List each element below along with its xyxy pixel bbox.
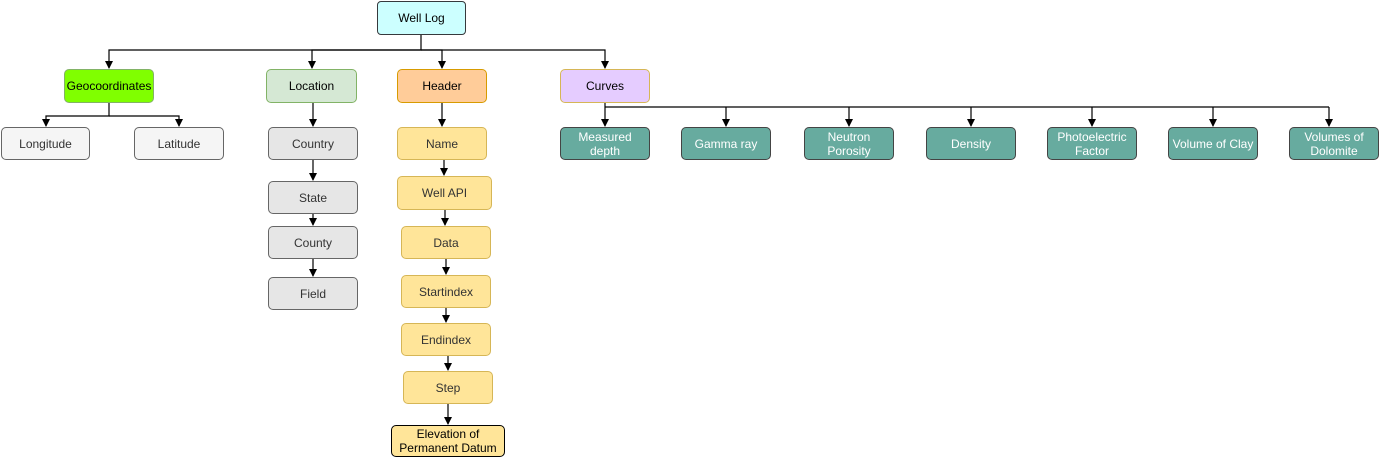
node-well-log[interactable]: Well Log [377, 1, 466, 35]
node-startindex[interactable]: Startindex [401, 275, 491, 308]
node-geocoordinates[interactable]: Geocoordinates [64, 69, 154, 103]
node-volume-of-clay[interactable]: Volume of Clay [1168, 127, 1258, 160]
edge-root-geocoordinates [105, 35, 422, 69]
node-field[interactable]: Field [268, 277, 358, 310]
node-photoelectric-factor[interactable]: Photoelectric Factor [1047, 127, 1137, 160]
node-curves[interactable]: Curves [560, 69, 650, 103]
edge-root-header [421, 49, 446, 69]
node-county[interactable]: County [268, 226, 358, 259]
edge-root-location [308, 49, 421, 69]
node-longitude[interactable]: Longitude [1, 127, 90, 160]
node-gamma-ray[interactable]: Gamma ray [681, 127, 771, 160]
node-location[interactable]: Location [266, 69, 357, 103]
node-step[interactable]: Step [403, 371, 493, 404]
node-country[interactable]: Country [268, 127, 358, 160]
edge-root-curves [421, 49, 609, 69]
edge-geo-latitude [109, 115, 183, 127]
node-volumes-of-dolomite[interactable]: Volumes of Dolomite [1289, 127, 1379, 160]
node-latitude[interactable]: Latitude [134, 127, 224, 160]
edge-geo-longitude [42, 103, 110, 127]
node-state[interactable]: State [268, 181, 358, 214]
node-density[interactable]: Density [926, 127, 1016, 160]
node-measured-depth[interactable]: Measured depth [560, 127, 650, 160]
node-name[interactable]: Name [397, 127, 487, 160]
node-data[interactable]: Data [401, 226, 491, 259]
node-well-api[interactable]: Well API [397, 176, 492, 210]
node-neutron-porosity[interactable]: Neutron Porosity [804, 127, 894, 160]
node-endindex[interactable]: Endindex [401, 323, 491, 356]
node-header[interactable]: Header [397, 69, 487, 103]
node-elevation-of-permanent-datum[interactable]: Elevation of Permanent Datum [391, 425, 505, 457]
